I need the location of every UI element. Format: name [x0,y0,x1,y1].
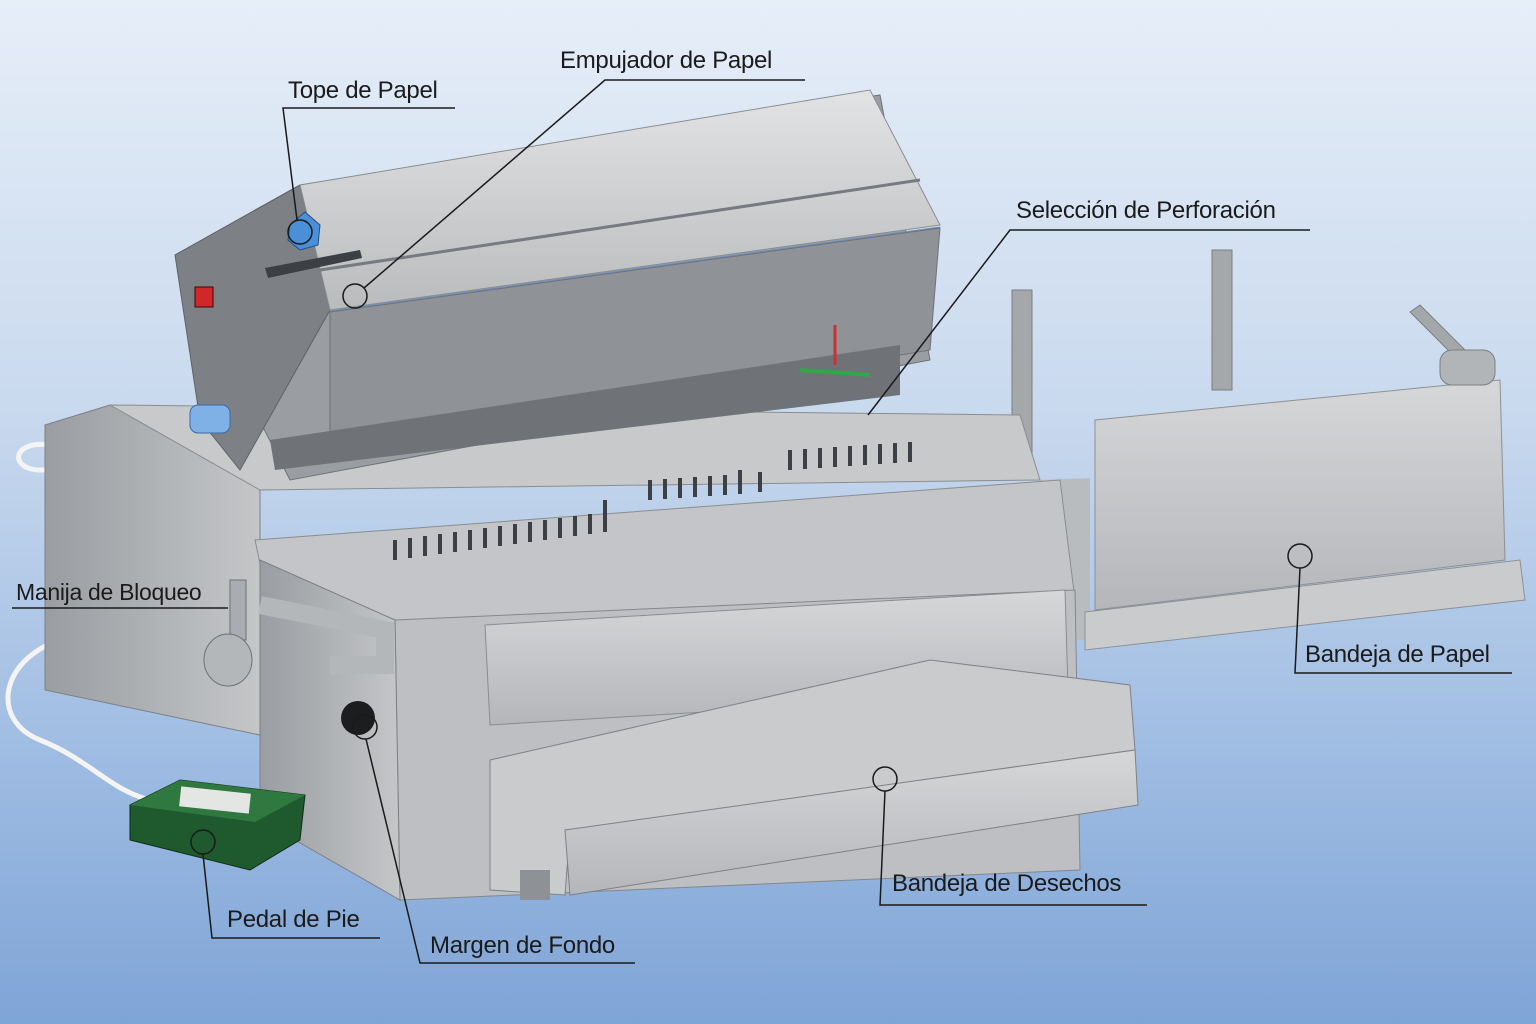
leader-pedal-pie [202,853,380,939]
label-margen-fondo: Margen de Fondo [430,932,615,959]
label-tope-papel: Tope de Papel [288,77,438,104]
leader-bandeja-papel [1294,567,1512,674]
foot-pedal [129,779,306,871]
paper-tray [1011,249,1526,651]
leader-margen-fondo [365,738,635,964]
lid [174,89,941,481]
power-switch [194,286,214,308]
label-bandeja-desechos: Bandeja de Desechos [892,870,1122,897]
label-pedal-pie: Pedal de Pie [227,906,360,933]
label-seleccion-perforacion: Selección de Perforación [1016,197,1276,224]
punch-pins [393,442,912,560]
label-bandeja-papel: Bandeja de Papel [1305,641,1490,668]
leader-lines [12,79,1512,964]
leader-empujador-papel [363,79,805,289]
paper-stop-knob [287,211,321,251]
leader-tope-papel [282,107,455,221]
power-cord [5,637,151,803]
leader-seleccion-perforacion [867,229,1310,416]
leader-bandeja-desechos [879,790,1147,906]
label-manija-bloqueo: Manija de Bloqueo [16,579,202,605]
label-empujador-papel: Empujador de Papel [560,47,773,74]
lock-handle [203,579,394,687]
